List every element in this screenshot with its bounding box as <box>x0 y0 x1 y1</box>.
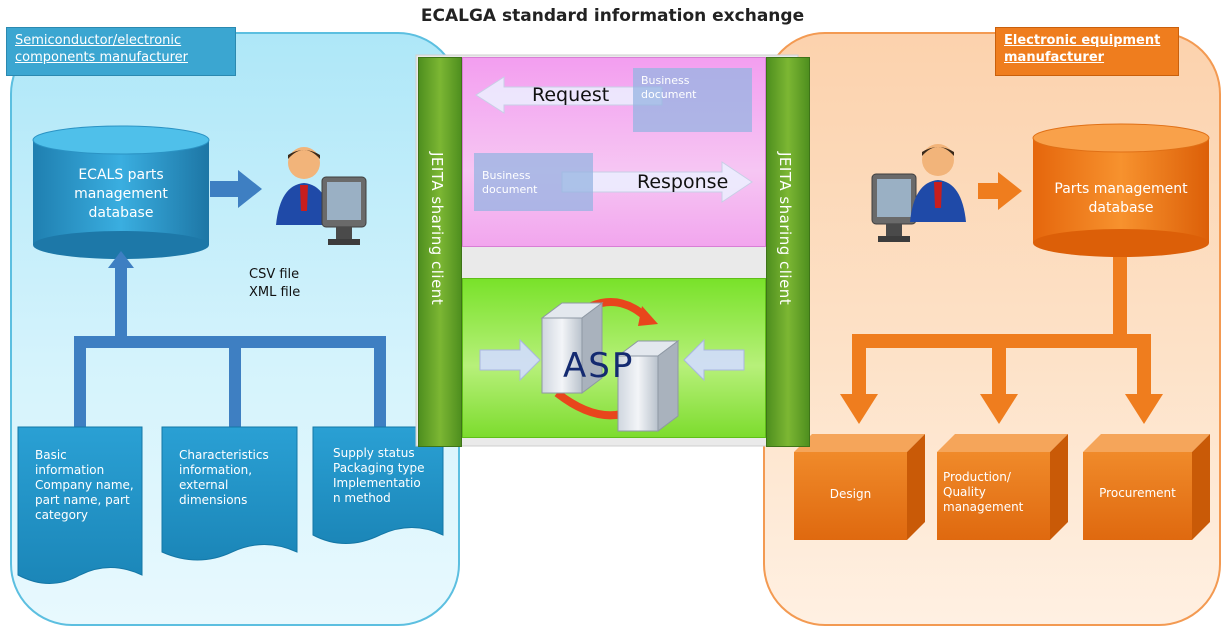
doc-supply-status-text: Supply status Packaging type Implementat… <box>333 446 425 505</box>
production-quality-label: Production/ Quality management <box>943 470 1024 514</box>
doc-basic-info-text: Basic information Company name, part nam… <box>35 448 134 522</box>
request-label: Request <box>532 84 610 106</box>
parts-database-icon <box>1032 123 1210 257</box>
left-sharing-client-band <box>418 57 462 447</box>
person-at-computer-icon <box>871 144 966 242</box>
ecals-database-icon <box>32 125 210 259</box>
arrow-icon <box>978 172 1022 210</box>
flow-arrows <box>475 76 753 203</box>
right-connector-lines <box>840 257 1163 424</box>
csv-file-label: CSV file <box>249 267 300 282</box>
right-sharing-client-label: JEITA sharing client <box>776 152 794 306</box>
person-at-computer-icon <box>276 147 367 245</box>
component-manufacturer-tag: Semiconductor/electronic components manu… <box>6 27 236 76</box>
procurement-label: Procurement <box>1099 486 1176 500</box>
response-label: Response <box>637 171 729 193</box>
diagram-title: ECALGA standard information exchange <box>420 6 805 26</box>
equipment-manufacturer-tag: Electronic equipment manufacturer <box>995 27 1179 76</box>
request-business-document: Business document <box>633 68 752 132</box>
design-block-icon <box>794 434 925 540</box>
left-connector-lines <box>74 251 386 432</box>
parts-database-label: Parts management database <box>1054 181 1188 216</box>
design-label: Design <box>829 487 872 501</box>
doc-supply-status-icon <box>312 426 444 544</box>
procurement-block-icon <box>1083 434 1210 540</box>
asp-graphics <box>479 298 745 432</box>
server-icon <box>616 340 680 432</box>
arrow-icon <box>210 170 262 208</box>
xml-file-label: XML file <box>249 285 301 300</box>
doc-characteristics-text: Characteristics information, external di… <box>179 448 269 507</box>
doc-characteristics-icon <box>161 426 298 561</box>
right-sharing-client-band <box>766 57 810 447</box>
doc-basic-info-icon <box>17 426 143 584</box>
asp-label: ASP <box>563 346 635 386</box>
server-icon <box>540 302 604 394</box>
sync-arrowhead <box>638 306 658 326</box>
production-quality-block-icon <box>937 434 1068 540</box>
arrow-icon <box>479 338 745 382</box>
ecals-database-label: ECALS parts management database <box>74 167 168 221</box>
response-business-document: Business document <box>474 153 593 211</box>
left-sharing-client-label: JEITA sharing client <box>428 152 446 306</box>
